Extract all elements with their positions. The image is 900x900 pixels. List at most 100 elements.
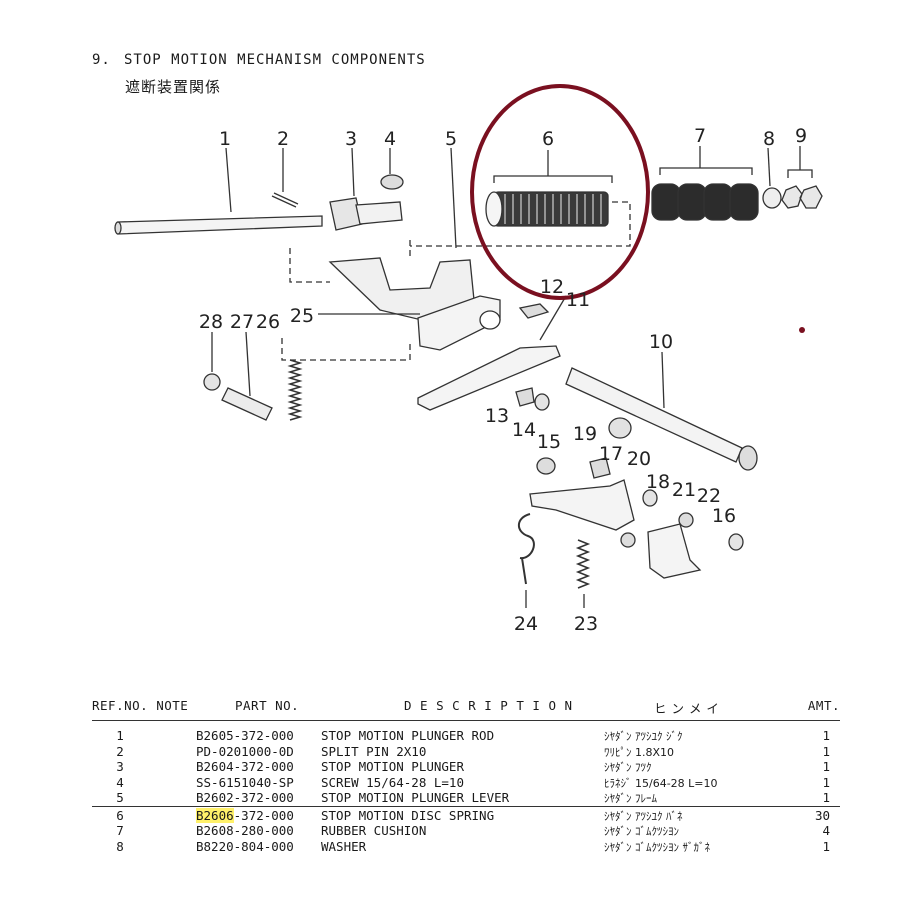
callout-3: 3 — [345, 128, 357, 150]
callout-15: 15 — [537, 431, 561, 453]
row-amount: 1 — [822, 743, 830, 759]
header-ref: REF.NO. NOTE — [92, 698, 189, 713]
row-description: STOP MOTION PLUNGER — [321, 759, 464, 774]
row-ref: 3 — [116, 759, 124, 774]
callout-28: 28 — [199, 311, 223, 333]
row-description: STOP MOTION PLUNGER ROD — [321, 728, 495, 743]
nut-14-shape — [534, 393, 550, 411]
part-number-text: B2608-280-000 — [196, 823, 294, 838]
part-number-text: B8220-804-000 — [196, 838, 294, 854]
row-amount: 4 — [822, 823, 830, 838]
screw-shape — [380, 174, 404, 190]
nut-shapes — [781, 185, 823, 209]
row-description: SCREW 15/64-28 L=10 — [321, 774, 464, 790]
header-jp: ヒ ン メ イ — [654, 701, 720, 716]
spring-26-shape — [287, 359, 303, 421]
callout-18: 18 — [646, 471, 670, 493]
table-row: 5 B2602-372-000 STOP MOTION PLUNGER LEVER ｼ… — [92, 790, 840, 806]
table-header: REF.NO. NOTE PART NO. D E S C R I P T I … — [92, 698, 840, 716]
callout-23: 23 — [574, 613, 598, 635]
rubber-cushion-shapes — [651, 183, 759, 221]
callout-5: 5 — [445, 128, 457, 150]
row-ref: 4 — [116, 774, 124, 790]
stud-27-shape — [221, 387, 273, 421]
screw-16-shape — [728, 533, 744, 551]
callout-4: 4 — [384, 128, 396, 150]
plunger-rod-shape — [117, 215, 323, 235]
row-part-number: B2604-372-000 — [196, 759, 294, 774]
row-name-jp: ﾋﾗﾈｼﾞ 15/64-28 L=10 — [604, 776, 718, 790]
row-ref: 5 — [116, 790, 124, 805]
section-number: 9. — [92, 52, 111, 68]
row-part-number: B2606-372-000 — [196, 807, 294, 823]
section-title: STOP MOTION MECHANISM COMPONENTS — [124, 52, 426, 68]
callout-13: 13 — [485, 405, 509, 427]
part-number-highlight: B2606 — [196, 807, 234, 823]
row-description: WASHER — [321, 838, 367, 854]
row-amount: 1 — [822, 728, 830, 743]
callout-6: 6 — [542, 128, 554, 150]
table-row: 2 PD-0201000-0D SPLIT PIN 2X10 ﾜﾘﾋﾟﾝ 1.8X10… — [92, 744, 840, 760]
bracket-21-shape — [647, 523, 702, 579]
part-number-text: B2605-372-000 — [196, 728, 294, 743]
row-part-number: B8220-804-000 — [196, 839, 294, 854]
section-heading: 9. STOP MOTION MECHANISM COMPONENTS — [92, 52, 426, 68]
row-ref: 1 — [116, 728, 124, 743]
nut-18-shape — [642, 489, 658, 507]
callout-24: 24 — [514, 613, 538, 635]
disc-spring-stack-shape — [485, 191, 609, 227]
row-name-jp: ｼﾔﾀﾞﾝ ｱﾂｼﾕｸ ﾊﾞﾈ — [604, 809, 683, 823]
row-name-jp: ﾜﾘﾋﾟﾝ 1.8X10 — [604, 745, 675, 759]
exploded-parts-diagram: 1 2 3 4 5 6 7 8 9 10 11 12 13 14 15 16 1… — [114, 84, 823, 635]
small-spring-13-shape — [515, 387, 535, 407]
nut-28-shape — [203, 373, 221, 391]
row-description: STOP MOTION PLUNGER LEVER — [321, 790, 510, 805]
callout-10: 10 — [649, 331, 673, 353]
row-part-number: SS-6151040-SP — [196, 775, 294, 790]
table-body: 1 B2605-372-000 STOP MOTION PLUNGER ROD ｼﾔﾀ… — [92, 728, 840, 854]
lever-plate-20-shape — [529, 479, 635, 531]
callout-7: 7 — [694, 125, 706, 147]
row-name-jp: ｼﾔﾀﾞﾝ ﾌﾚｰﾑ — [604, 792, 657, 805]
part-number-text: B2602-372-000 — [196, 790, 294, 805]
header-amt: AMT. — [807, 698, 840, 713]
row-description: RUBBER CUSHION — [321, 823, 427, 838]
callout-19: 19 — [573, 423, 597, 445]
row-amount: 1 — [822, 838, 830, 854]
row-description: SPLIT PIN 2X10 — [321, 743, 427, 759]
row-ref: 6 — [116, 807, 124, 823]
hook-24-shape — [517, 513, 535, 585]
split-pin-shape — [271, 192, 299, 208]
screw-12-shape — [518, 303, 550, 319]
part-number-text: PD-0201000-0D — [196, 743, 294, 759]
row-amount: 1 — [822, 790, 830, 805]
callout-26: 26 — [256, 311, 280, 333]
row-part-number: B2602-372-000 — [196, 790, 294, 805]
row-name-jp: ｼﾔﾀﾞﾝ ｺﾞﾑｸﾂｼﾖﾝ — [604, 825, 679, 838]
highlight-ring — [470, 84, 650, 300]
plunger-lever-shape — [328, 257, 475, 323]
row-part-number: PD-0201000-0D — [196, 744, 294, 759]
spring-17-shape — [589, 457, 611, 479]
row-amount: 1 — [822, 759, 830, 774]
row-ref: 2 — [116, 743, 124, 759]
callout-1: 1 — [219, 128, 231, 150]
screw-22-shape — [678, 512, 694, 528]
stray-dot — [799, 327, 805, 333]
plunger-shape — [329, 197, 363, 231]
callout-12: 12 — [540, 276, 564, 298]
callout-22: 22 — [697, 485, 721, 507]
row-name-jp: ｼﾔﾀﾞﾝ ｱﾂｼﾕｸ ｼﾞｸ — [604, 730, 683, 743]
screw-15-shape — [536, 457, 556, 475]
header-part: PART NO. — [235, 698, 300, 713]
callout-17: 17 — [599, 443, 623, 465]
part-number-text: -372-000 — [233, 807, 294, 823]
row-separator-rule — [92, 805, 840, 807]
part-number-text: SS-6151040-SP — [196, 774, 294, 790]
callout-9: 9 — [795, 125, 807, 147]
spring-23-shape — [575, 539, 591, 589]
header-rule — [92, 720, 840, 721]
